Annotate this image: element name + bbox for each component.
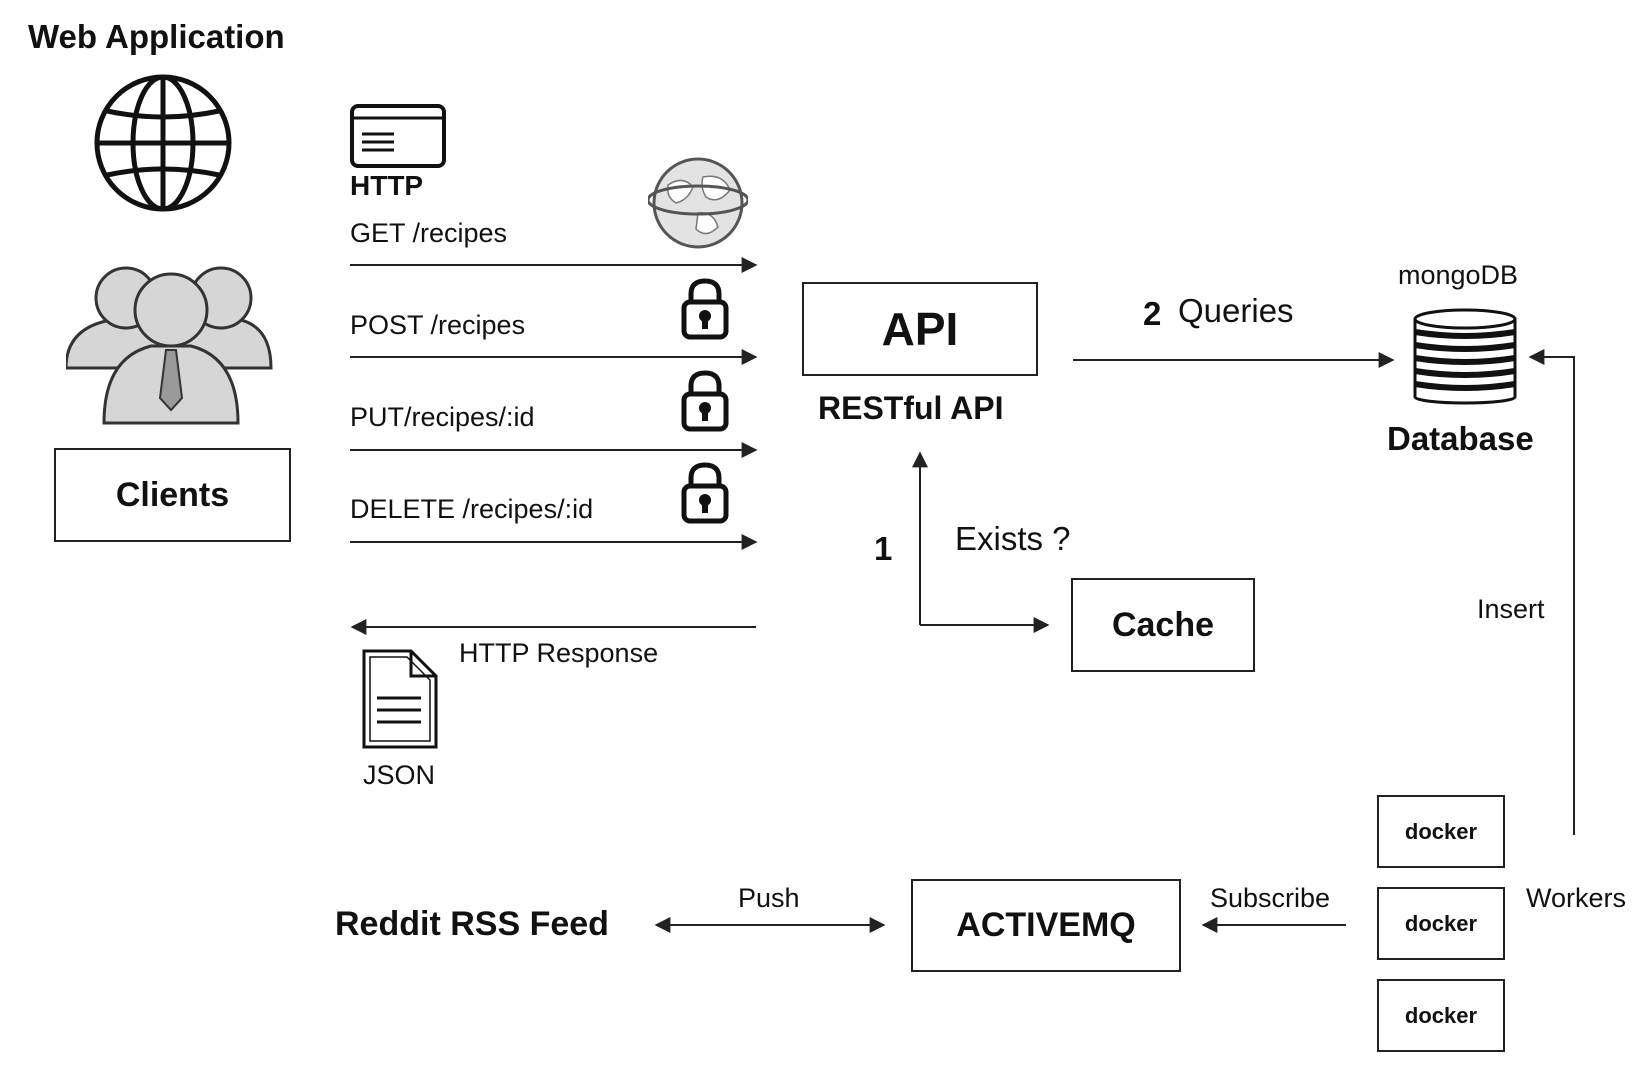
page-title: Web Application <box>28 18 285 55</box>
queries-step: 2 <box>1143 295 1162 332</box>
request-label-get: GET /recipes <box>350 218 508 248</box>
mongodb-label: mongoDB <box>1398 260 1519 290</box>
users-icon <box>66 266 273 425</box>
docker-label: docker <box>1404 1002 1478 1028</box>
activemq-box: ACTIVEMQ <box>911 879 1181 972</box>
lock-icon <box>681 462 729 524</box>
docker-worker-box: docker <box>1377 795 1505 868</box>
restful-api-label: RESTful API <box>818 390 1004 426</box>
activemq-label: ACTIVEMQ <box>956 906 1136 944</box>
workers-label: Workers <box>1526 883 1627 913</box>
cache-label: Cache <box>1111 605 1215 644</box>
push-label: Push <box>738 883 800 913</box>
cache-box: Cache <box>1071 578 1255 672</box>
clients-label: Clients <box>115 475 230 514</box>
docker-worker-box: docker <box>1377 887 1505 960</box>
api-label: API <box>881 303 959 355</box>
docker-label: docker <box>1404 818 1478 844</box>
request-label-delete: DELETE /recipes/:id <box>350 494 594 524</box>
insert-label: Insert <box>1477 594 1545 624</box>
http-response-label: HTTP Response <box>459 638 659 668</box>
json-label: JSON <box>363 760 436 790</box>
cache-step: 1 <box>874 530 893 567</box>
earth-icon <box>648 157 748 249</box>
database-icon <box>1413 308 1517 405</box>
request-label-put: PUT/recipes/:id <box>350 402 535 432</box>
http-card-icon <box>350 104 446 168</box>
clients-box: Clients <box>54 448 291 542</box>
http-label: HTTP <box>350 170 424 201</box>
docker-label: docker <box>1404 910 1478 936</box>
lock-icon <box>681 370 729 432</box>
api-box: API <box>802 282 1038 376</box>
insert-arrow <box>1528 349 1575 835</box>
docker-worker-box: docker <box>1377 979 1505 1052</box>
queries-label: Queries <box>1178 292 1294 329</box>
globe-icon <box>94 74 232 212</box>
reddit-feed-label: Reddit RSS Feed <box>335 905 609 943</box>
subscribe-label: Subscribe <box>1210 883 1331 913</box>
request-label-post: POST /recipes <box>350 310 526 340</box>
exists-label: Exists ? <box>955 520 1071 557</box>
database-label: Database <box>1387 420 1534 457</box>
document-icon <box>362 649 438 749</box>
lock-icon <box>681 278 729 340</box>
